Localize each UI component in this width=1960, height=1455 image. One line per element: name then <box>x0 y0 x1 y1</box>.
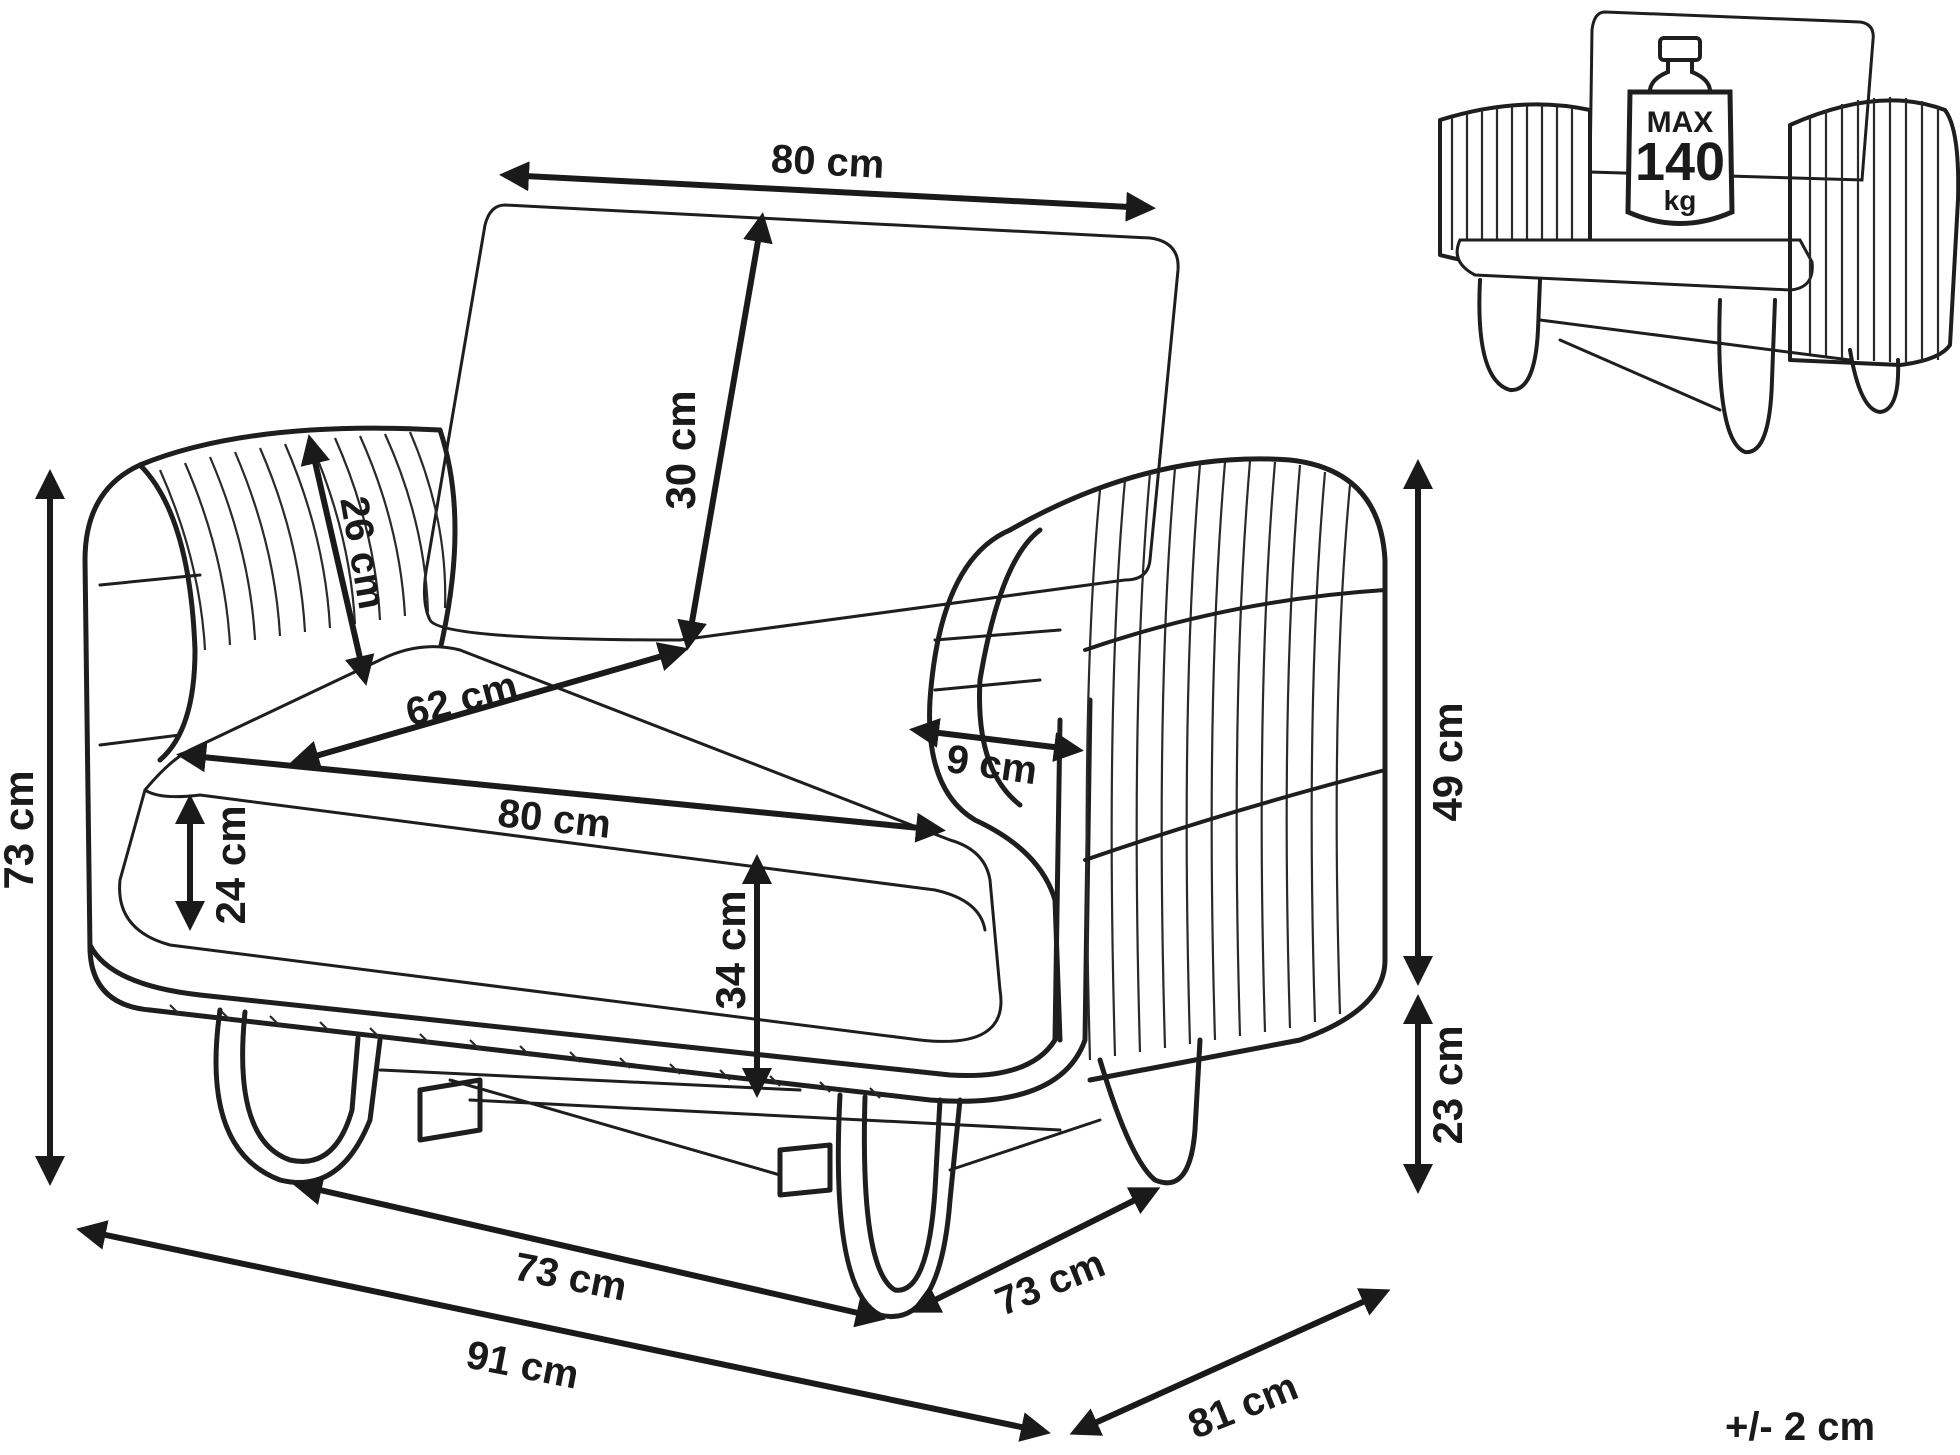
tolerance-note: +/- 2 cm <box>1725 1405 1875 1449</box>
label-base-depth: 73 cm <box>989 1241 1111 1324</box>
max-load-badge: MAX 140 kg <box>1625 36 1735 226</box>
label-back-width: 80 cm <box>770 137 886 187</box>
badge-weight-value: 140 <box>1635 132 1725 192</box>
right-armrest-weave <box>1085 460 1352 1061</box>
label-seat-height: 34 cm <box>707 890 754 1009</box>
main-chair-drawing <box>82 203 1388 1319</box>
badge-unit-text: kg <box>1664 185 1697 216</box>
dimension-lines <box>35 161 1433 1442</box>
badge-max-text: MAX <box>1647 106 1714 139</box>
right-armrest <box>927 456 1388 1083</box>
front-frame <box>87 697 1093 1104</box>
label-total-width: 91 cm <box>463 1333 583 1398</box>
label-total-height: 73 cm <box>0 770 42 889</box>
back-cushion <box>423 203 1180 642</box>
label-arm-depth: 26 cm <box>331 493 394 612</box>
label-lower-height: 23 cm <box>1424 1025 1471 1144</box>
weight-icon <box>1625 89 1735 226</box>
label-upper-height: 49 cm <box>1424 702 1471 821</box>
left-armrest-weave <box>158 431 447 651</box>
label-cushion-thickness: 24 cm <box>207 805 254 924</box>
label-back-height: 30 cm <box>657 390 704 509</box>
